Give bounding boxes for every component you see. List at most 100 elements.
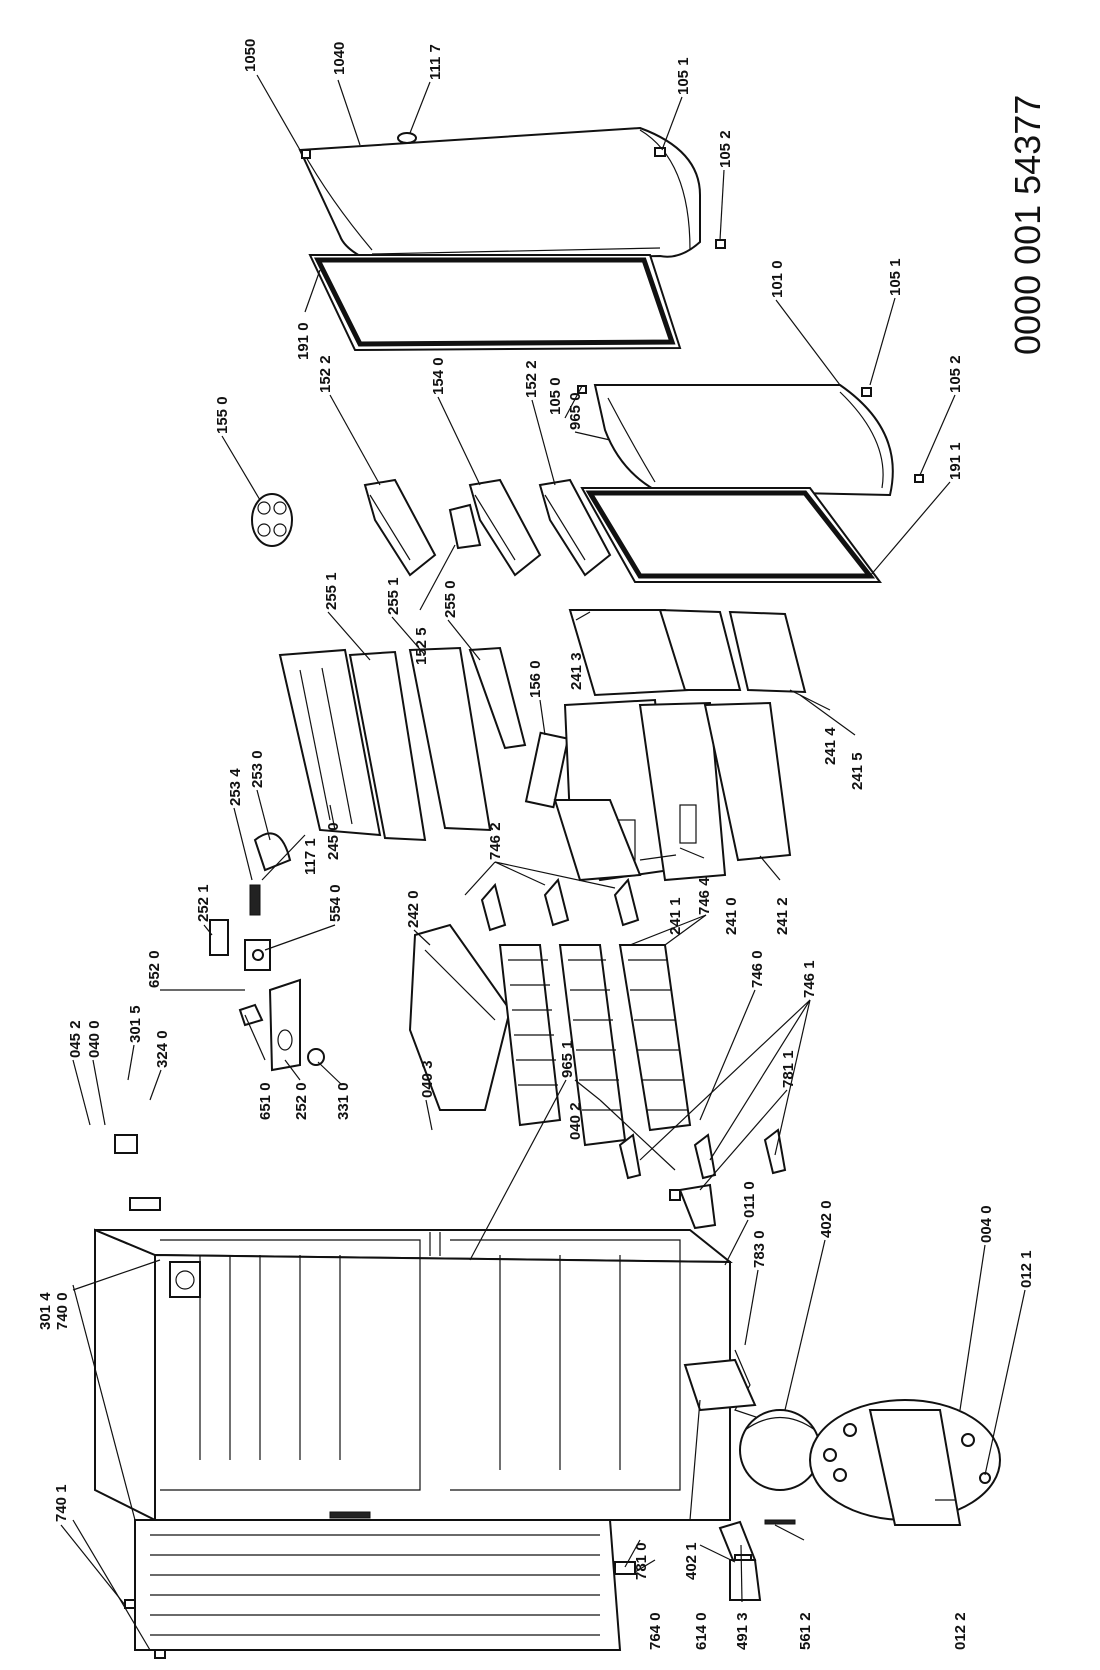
- evaporator-grid-3: [618, 944, 692, 1132]
- label-105-1-upper: 105 1: [675, 57, 692, 95]
- condenser-clips: [124, 1599, 166, 1659]
- document-number: 0000 001 54377: [1007, 95, 1048, 355]
- glass-shelf-1: [348, 650, 427, 842]
- label-554-0: 554 0: [327, 884, 344, 922]
- lower-door-gasket: [580, 487, 882, 583]
- label-614-0: 614 0: [693, 1612, 710, 1650]
- label-191-0: 191 0: [295, 322, 312, 360]
- label-242-0: 242 0: [405, 890, 422, 928]
- label-652-0: 652 0: [146, 950, 163, 988]
- glass-shelf-2: [408, 646, 492, 832]
- label-012-2: 012 2: [952, 1612, 969, 1650]
- cabinet: [94, 1228, 733, 1522]
- label-004-0: 004 0: [978, 1205, 995, 1243]
- lamp-cover: [253, 832, 292, 872]
- label-241-4: 241 4: [822, 727, 839, 765]
- upper-door: [298, 126, 701, 264]
- fruit-shelf-part: [524, 731, 570, 809]
- label-154-0: 154 0: [430, 357, 447, 395]
- label-651-0: 651 0: [257, 1082, 274, 1120]
- label-152-5: 152 5: [413, 627, 430, 665]
- control-housing: [268, 978, 301, 1072]
- label-040-2: 040 2: [567, 1102, 584, 1140]
- label-152-2-b: 152 2: [523, 360, 540, 398]
- drawer-bottom: [553, 799, 642, 882]
- label-245-0: 245 0: [325, 822, 342, 860]
- shelf-frame: [278, 648, 382, 837]
- label-241-0: 241 0: [723, 897, 740, 935]
- shelf-supports: [480, 877, 787, 1180]
- label-402-0: 402 0: [818, 1200, 835, 1238]
- freezer-basket: [408, 923, 512, 1111]
- label-191-1: 191 1: [947, 442, 964, 480]
- lamp-spring: [249, 884, 261, 916]
- egg-tray-part: [448, 503, 482, 550]
- label-152-2-a: 152 2: [317, 355, 334, 393]
- label-301-5: 301 5: [127, 1005, 144, 1043]
- label-331-0: 331 0: [335, 1082, 352, 1120]
- callout-labels: 1050 1040 111 7 105 1 105 2 191 0 101 0 …: [37, 39, 1035, 1650]
- thermostat-label: [209, 919, 229, 956]
- cabinet-interior: [160, 1239, 681, 1491]
- freezer-drawer-3: [703, 701, 792, 862]
- label-252-0: 252 0: [293, 1082, 310, 1120]
- terminal-cover: [729, 1559, 762, 1601]
- upper-door-gasket: [308, 254, 682, 352]
- lamp-socket: [238, 1003, 264, 1027]
- label-781-1: 781 1: [780, 1050, 797, 1088]
- label-156-0: 156 0: [527, 660, 544, 698]
- control-plate: [129, 1197, 161, 1211]
- label-105-0: 105 0: [547, 377, 564, 415]
- label-011-0: 011 0: [741, 1181, 758, 1218]
- label-740-1: 740 1: [53, 1484, 70, 1522]
- egg-tray: [251, 493, 293, 547]
- cabinet-rear-fan: [169, 1261, 201, 1298]
- label-746-4: 746 4: [696, 877, 713, 915]
- label-561-2: 561 2: [797, 1612, 814, 1650]
- label-105-2-lower: 105 2: [947, 355, 964, 393]
- drawer-cover-3: [728, 610, 807, 694]
- label-241-3: 241 3: [568, 652, 585, 690]
- drain-tube: [329, 1511, 371, 1519]
- label-491-3: 491 3: [734, 1612, 751, 1650]
- label-746-2: 746 2: [487, 822, 504, 860]
- label-1050: 1050: [242, 39, 259, 72]
- label-746-0: 746 0: [749, 950, 766, 988]
- label-241-5: 241 5: [849, 752, 866, 790]
- label-241-2: 241 2: [774, 897, 791, 935]
- door-shelf-3: [538, 478, 612, 577]
- label-783-0: 783 0: [751, 1230, 768, 1268]
- label-040-0-a: 040 0: [86, 1020, 103, 1058]
- label-105-2-upper: 105 2: [717, 130, 734, 168]
- label-255-1-b: 255 1: [385, 577, 402, 615]
- label-252-1: 252 1: [195, 884, 212, 922]
- compressor-mounts: [823, 1423, 991, 1484]
- door-shelf-1: [363, 478, 437, 577]
- control-panel: [114, 1134, 138, 1154]
- label-040-3: 040 3: [419, 1060, 436, 1098]
- drawer-cover-2: [658, 608, 742, 691]
- label-255-1-a: 255 1: [323, 572, 340, 610]
- thermostat-knob: [307, 1048, 325, 1066]
- label-781-0: 781 0: [633, 1542, 650, 1580]
- label-155-0: 155 0: [214, 396, 231, 434]
- leader-lines: [60, 74, 1026, 1651]
- label-012-1: 012 1: [1018, 1250, 1035, 1288]
- freezer-drawer-2: [638, 701, 727, 882]
- water-pan: [683, 1358, 757, 1412]
- label-402-1: 402 1: [683, 1542, 700, 1580]
- glass-shelf-3: [468, 646, 527, 750]
- label-965-1: 965 1: [559, 1040, 576, 1078]
- label-045-2: 045 2: [67, 1020, 84, 1058]
- label-101-0: 101 0: [769, 260, 786, 298]
- label-105-1-lower: 105 1: [887, 258, 904, 296]
- evaporator-grid-1: [498, 944, 562, 1127]
- label-965-0: 965 0: [567, 392, 584, 430]
- label-253-4: 253 4: [227, 768, 244, 806]
- thermostat-assembly: [244, 939, 271, 971]
- label-255-0: 255 0: [442, 580, 459, 618]
- label-241-1: 241 1: [667, 897, 684, 935]
- handle-cap: [397, 132, 417, 144]
- label-111-7: 111 7: [427, 44, 444, 80]
